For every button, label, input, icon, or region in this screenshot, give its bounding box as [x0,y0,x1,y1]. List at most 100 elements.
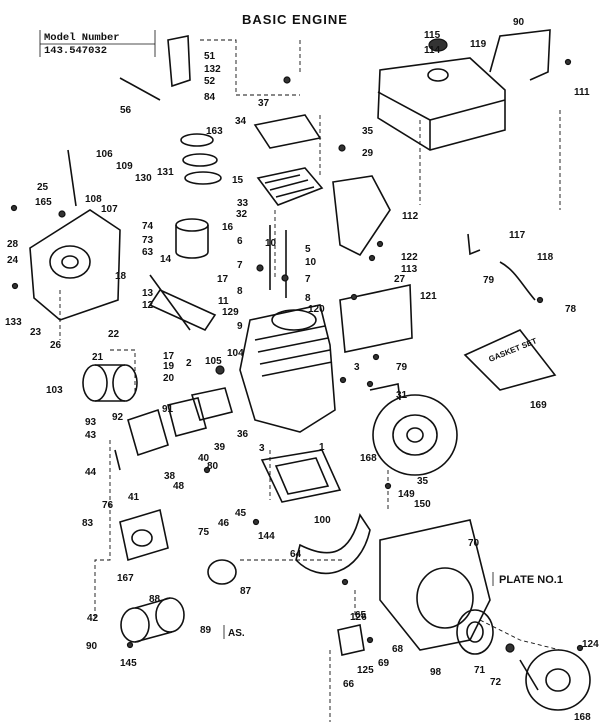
part-callout-c125: 125 [357,665,374,676]
part-callout-c11: 11 [218,296,229,307]
part-callout-c2: 2 [186,358,192,369]
part-callout-c26: 26 [50,340,62,351]
choke-link [114,449,121,471]
fuel-line [499,261,536,301]
cylinder-head [256,167,324,206]
part-callout-c168b: 168 [574,712,591,722]
air-cleaner [120,559,237,643]
part-callout-c80: 80 [207,461,219,472]
part-callout-c74: 74 [142,221,154,232]
part-callout-c133: 133 [5,317,22,328]
diagram-title: BASIC ENGINE [242,12,348,27]
starter-plate [337,624,365,656]
part-callout-c73: 73 [142,235,154,246]
part-callout-c91: 91 [162,404,174,415]
dipstick [67,149,77,207]
part-callout-c10: 10 [265,238,277,249]
part-callout-c149: 149 [398,489,415,500]
part-callout-c75: 75 [198,527,210,538]
part-callout-c36: 36 [237,429,249,440]
part-callout-c34: 34 [235,116,247,127]
part-callout-c46: 46 [218,518,230,529]
part-callout-c144: 144 [258,531,275,542]
part-callout-c115: 115 [424,30,441,41]
part-callout-c38: 38 [164,471,176,482]
part-callout-c165: 165 [35,197,52,208]
part-callout-c119: 119 [470,39,487,50]
intake-gasket [190,387,234,421]
part-callout-c111: 111 [574,87,590,98]
part-callout-c7a: 7 [237,260,243,271]
part-callout-c24: 24 [7,255,19,266]
part-callout-c112: 112 [402,211,419,222]
part-callout-c169: 169 [530,400,547,411]
engine-block [239,304,336,433]
crankcase-cover [29,209,121,321]
starter-pulley [456,609,494,655]
part-callout-c121: 121 [420,291,437,302]
part-callout-c130: 130 [135,173,152,184]
booklet-label: GASKET SET [487,336,538,364]
part-callout-c90: 90 [513,17,525,28]
part-callout-c42: 42 [87,613,99,624]
part-callout-c21: 21 [92,352,104,363]
part-callout-c28: 28 [7,239,19,250]
fuel-tank [377,38,506,151]
part-callout-c114: 114 [424,45,441,56]
link-rod [119,77,161,101]
part-callout-c78: 78 [565,304,577,315]
part-callout-c35b: 35 [417,476,429,487]
part-callout-c131: 131 [157,167,174,178]
part-callout-c103: 103 [46,385,63,396]
part-callout-c167: 167 [117,573,134,584]
part-callout-c15: 15 [232,175,244,186]
part-callout-c63: 63 [142,247,154,258]
base-gasket [260,449,342,503]
part-callout-c107: 107 [101,204,118,215]
part-callout-c10b: 10 [305,257,317,268]
part-callout-c35: 35 [362,126,374,137]
part-callout-c33: 33 [237,198,249,209]
part-callout-c66: 66 [343,679,355,690]
part-callout-c90b: 90 [86,641,98,652]
part-callout-c29: 29 [362,148,374,159]
crankshaft [149,274,191,331]
part-callout-c120: 120 [308,304,325,315]
bracket-plate [253,114,322,149]
model-number: 143.547032 [44,45,107,57]
part-callout-c76: 76 [102,500,114,511]
part-callout-c45: 45 [235,508,247,519]
part-callout-c52: 52 [204,76,216,87]
part-callout-c13: 13 [142,288,154,299]
piston-rings [180,133,222,185]
part-callout-c93: 93 [85,417,97,428]
part-callout-c5: 5 [305,244,311,255]
part-callout-c168a: 168 [360,453,377,464]
part-callout-c109: 109 [116,161,133,172]
fuel-cap-icon [428,38,448,52]
part-callout-c113: 113 [401,264,418,275]
part-callout-c48: 48 [173,481,185,492]
part-callout-c23: 23 [30,327,42,338]
intake-plate [167,397,207,437]
tank-bracket [489,29,551,81]
assembly-guide-lines [59,39,561,722]
small-clip [369,383,401,401]
air-deflector [339,284,413,353]
part-callout-c132: 132 [204,64,221,75]
part-callout-c20: 20 [163,373,175,384]
part-callout-c145: 145 [120,658,137,669]
part-callout-c117: 117 [509,230,526,241]
air-cleaner-cover-icon [207,559,237,585]
part-callout-c87: 87 [240,586,252,597]
part-callout-c56: 56 [120,105,132,116]
part-callout-c3b: 3 [259,443,265,454]
part-callout-c40: 40 [198,453,210,464]
part-callout-c43: 43 [85,430,97,441]
fasteners [10,58,584,653]
part-callout-c17a: 17 [217,274,229,285]
flywheel [372,394,458,476]
part-callout-c126: 126 [350,612,367,623]
part-callout-c19: 19 [163,361,175,372]
